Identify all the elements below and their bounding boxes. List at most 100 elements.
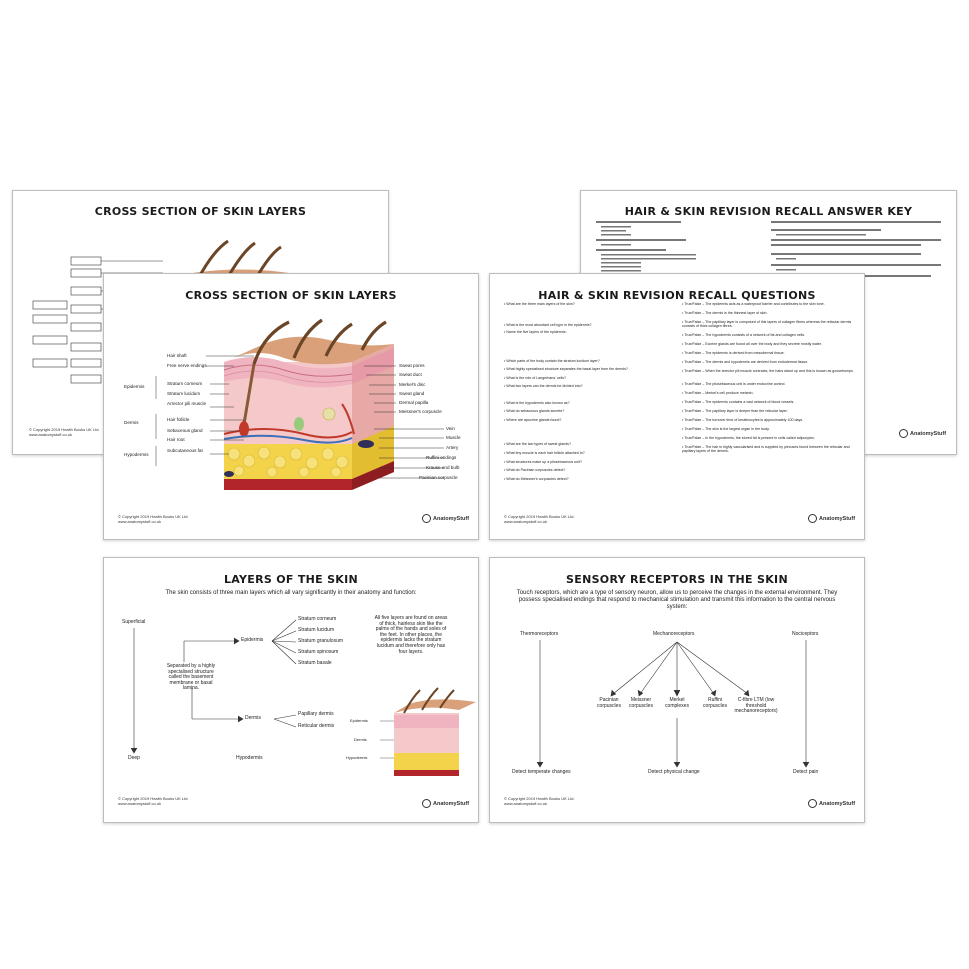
question-item: • Which parts of the body contain the st… bbox=[504, 359, 600, 363]
meissner-corpuscles-label: Meissner corpuscles bbox=[629, 697, 653, 709]
label-sweat-gland: Sweat gland bbox=[399, 391, 425, 396]
pacinian-corpuscles-label: Pacinian corpuscles bbox=[597, 697, 621, 709]
sheet-title: HAIR & SKIN REVISION RECALL ANSWER KEY bbox=[624, 205, 913, 218]
label-muscle: Muscle bbox=[446, 435, 461, 440]
question-item: • What are the two types of sweat glands… bbox=[504, 442, 571, 446]
mini-epidermis-label: Epidermis bbox=[350, 718, 368, 723]
merkel-complexes-label: Merkel complexes bbox=[665, 697, 689, 709]
true-false-item: • True/False – The turnover time of kera… bbox=[682, 418, 804, 422]
label-dermal-papilla: Dermal papilla bbox=[399, 400, 429, 405]
question-item: • Name the five layers of the epidermis: bbox=[504, 330, 567, 334]
stratum-granulosum-label: Stratum granulosum bbox=[298, 638, 344, 644]
question-item: • What do Pacinian corpuscles detect? bbox=[504, 468, 566, 472]
label-merkels-disc: Merkel's disc bbox=[399, 382, 426, 387]
copyright-text: © Copyright 2019 Health Books UK Ltd. bbox=[504, 796, 575, 801]
skin-cross-section-illustration bbox=[155, 318, 444, 490]
c-fibre-ltm-label: C-fibre LTM (low threshold mechanorecept… bbox=[734, 697, 778, 715]
label-sweat-duct: Sweat duct bbox=[399, 372, 422, 377]
label-ruffini-endings: Ruffini endings bbox=[426, 455, 457, 460]
copyright-text: © Copyright 2019 Health Books UK Ltd. bbox=[504, 514, 575, 519]
deep-label: Deep bbox=[128, 755, 140, 761]
true-false-item: • True/False – The skin is the largest o… bbox=[682, 427, 770, 431]
copyright-text: © Copyright 2019 Health Books UK Ltd. bbox=[118, 796, 189, 801]
true-false-item: • True/False – Merkel's cell produce mel… bbox=[682, 391, 754, 395]
sheet-questions: HAIR & SKIN REVISION RECALL QUESTIONS • … bbox=[489, 273, 865, 540]
question-item: • What structures make up a pilosebaceou… bbox=[504, 460, 582, 464]
brand-logo-icon bbox=[422, 514, 431, 523]
true-false-item: • True/False – In the hypodermis, the st… bbox=[682, 436, 815, 440]
question-item: • Where are apocrine glands found? bbox=[504, 418, 562, 422]
true-false-item: • True/False – The dermis and hypodermis… bbox=[682, 360, 809, 364]
hypodermis-label: Hypodermis bbox=[236, 755, 263, 761]
label-vein: Vein bbox=[446, 426, 455, 431]
epidermis-label: Epidermis bbox=[241, 637, 264, 643]
brand-name: AnatomyStuff bbox=[910, 430, 947, 437]
brand-logo-icon bbox=[899, 429, 908, 438]
superficial-label: Superficial bbox=[122, 619, 146, 625]
nociceptors-label: Nociceptors bbox=[792, 631, 819, 637]
sheet-title: SENSORY RECEPTORS IN THE SKIN bbox=[566, 573, 788, 586]
label-hypodermis: Hypodermis bbox=[124, 452, 149, 457]
question-item: • What tiny muscle is each hair follicle… bbox=[504, 451, 585, 455]
brand-name: AnatomyStuff bbox=[819, 515, 856, 522]
layers-flow-diagram bbox=[130, 619, 476, 776]
brand-logo-icon bbox=[808, 514, 817, 523]
website-text: www.anatomystuff.co.uk bbox=[504, 519, 548, 524]
true-false-item: • True/False – The epidermis contains a … bbox=[682, 400, 795, 404]
receptor-flow-diagram bbox=[536, 640, 810, 768]
brand-name: AnatomyStuff bbox=[433, 800, 470, 807]
website-text: www.anatomystuff.co.uk bbox=[118, 801, 162, 806]
label-subcutaneous-fat: Subcutaneous fat bbox=[167, 448, 203, 453]
label-arrector-pili: Arrector pili muscle bbox=[167, 401, 207, 406]
sheet-sensory: SENSORY RECEPTORS IN THE SKIN Touch rece… bbox=[489, 557, 865, 823]
stratum-lucidum-label: Stratum lucidum bbox=[298, 627, 335, 633]
five-layers-note: All five layers are found on areas of th… bbox=[374, 615, 448, 655]
label-meissners-corpuscle: Meissner's corpuscle bbox=[399, 409, 442, 414]
sheet-title: CROSS SECTION OF SKIN LAYERS bbox=[94, 205, 307, 218]
dermis-label: Dermis bbox=[245, 715, 261, 721]
label-hair-shaft: Hair shaft bbox=[167, 353, 187, 358]
website-text: www.anatomystuff.co.uk bbox=[29, 432, 73, 437]
label-free-nerve-endings: Free nerve endings bbox=[167, 363, 207, 368]
question-item: • What is the most abundant cell type in… bbox=[504, 323, 592, 327]
thermoreceptors-label: Thermoreceptors bbox=[520, 631, 559, 637]
true-false-item: • True/False – The papillary layer is de… bbox=[682, 409, 788, 413]
brand-name: AnatomyStuff bbox=[433, 515, 470, 522]
sheet-title: LAYERS OF THE SKIN bbox=[223, 573, 359, 586]
detect-pain-label: Detect pain bbox=[793, 769, 819, 775]
true-false-item: • True/False – Eccrine glands are found … bbox=[682, 342, 822, 346]
true-false-item: • True/False – The pilosebaceous unit is… bbox=[682, 382, 786, 386]
mechanoreceptors-label: Mechanoreceptors bbox=[653, 631, 695, 637]
website-text: www.anatomystuff.co.uk bbox=[118, 519, 162, 524]
label-dermis: Dermis bbox=[124, 420, 139, 425]
detect-physical-label: Detect physical change bbox=[648, 769, 700, 775]
label-krause-end-bulb: Krause end bulb bbox=[426, 465, 460, 470]
brand-logo-icon bbox=[422, 799, 431, 808]
label-sweat-pores: Sweat pores bbox=[399, 363, 425, 368]
stratum-spinosum-label: Stratum spinosum bbox=[298, 649, 339, 655]
true-false-item: • True/False – The papillary layer is co… bbox=[682, 320, 852, 329]
label-hair-root: Hair root bbox=[167, 437, 185, 442]
true-false-item: • True/False – The hypodermis consists o… bbox=[682, 333, 806, 337]
question-item: • What do Meissner's corpuscles detect? bbox=[504, 477, 569, 481]
label-stratum-corneum: Stratum corneum bbox=[167, 381, 203, 386]
question-item: • What are the three main layers of the … bbox=[504, 302, 575, 306]
stratum-corneum-label: Stratum corneum bbox=[298, 616, 337, 622]
label-stratum-lucidum: Stratum lucidum bbox=[167, 391, 201, 396]
label-pacinian-corpuscle: Pacinian corpuscle bbox=[419, 475, 458, 480]
question-item: • What is the hypodermis also known as? bbox=[504, 401, 570, 405]
mini-dermis-label: Dermis bbox=[354, 737, 367, 742]
copyright-text: © Copyright 2019 Health Books UK Ltd. bbox=[118, 514, 189, 519]
intro-text: Touch receptors, which are a type of sen… bbox=[516, 590, 838, 610]
true-false-item: • True/False – The epidermis is derived … bbox=[682, 351, 785, 355]
copyright-text: © Copyright 2019 Health Books UK Ltd. bbox=[29, 427, 100, 432]
true-false-item: • True/False – The epidermis acts as a w… bbox=[682, 302, 825, 306]
sheet-title: CROSS SECTION OF SKIN LAYERS bbox=[185, 289, 397, 302]
question-item: • What do sebaceous glands secrete? bbox=[504, 409, 565, 413]
label-hair-follicle: Hair follicle bbox=[167, 417, 190, 422]
label-epidermis: Epidermis bbox=[124, 384, 145, 389]
ruffini-corpuscles-label: Ruffini corpuscles bbox=[703, 697, 727, 709]
question-item: • What two layers can the dermis be divi… bbox=[504, 384, 583, 388]
website-text: www.anatomystuff.co.uk bbox=[504, 801, 548, 806]
separator-note: Separated by a highly specialised struct… bbox=[166, 663, 216, 692]
